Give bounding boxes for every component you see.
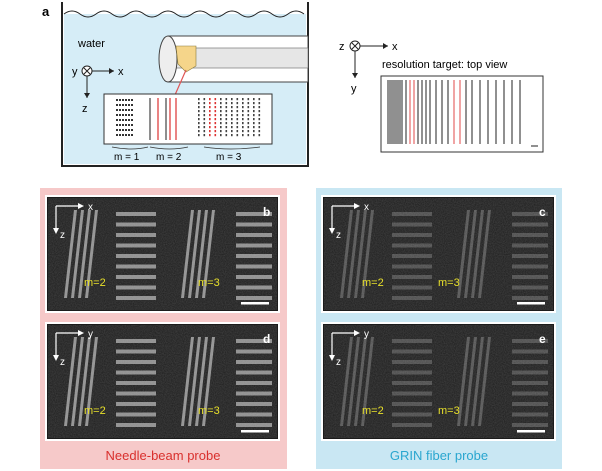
panel-letter: c bbox=[539, 205, 546, 219]
m-label: m=3 bbox=[438, 277, 460, 289]
coord-system-right: z x y bbox=[339, 40, 398, 95]
m-label: m=3 bbox=[438, 405, 460, 417]
svg-text:x: x bbox=[392, 41, 398, 53]
panel-letter: e bbox=[539, 332, 546, 346]
axis-v-label: z bbox=[60, 230, 65, 241]
scale-bar bbox=[517, 430, 545, 433]
m-label: m=2 bbox=[84, 405, 106, 417]
water-label: water bbox=[77, 38, 105, 50]
image-e: y z e m=2 m=3 bbox=[321, 322, 556, 441]
axis-h-label: y bbox=[364, 329, 369, 340]
m-label: m=2 bbox=[84, 277, 106, 289]
m-label: m=2 bbox=[362, 405, 384, 417]
panel-a-letter: a bbox=[42, 4, 50, 19]
svg-text:z: z bbox=[339, 41, 345, 53]
water-surface bbox=[63, 10, 305, 18]
scale-bar bbox=[517, 302, 545, 305]
image-b: x z b m=2 m=3 bbox=[45, 195, 280, 313]
m-label: m=3 bbox=[198, 277, 220, 289]
image-d: y z d m=2 m=3 bbox=[45, 322, 280, 441]
svg-text:y: y bbox=[351, 83, 357, 95]
m-label: m=3 bbox=[198, 405, 220, 417]
axis-y-label: y bbox=[72, 66, 78, 78]
image-c: x z c m=2 m=3 bbox=[321, 195, 556, 313]
group-m1: m = 1 bbox=[114, 152, 140, 163]
tank-wall bbox=[61, 2, 309, 167]
grin-probe-label: GRIN fiber probe bbox=[390, 448, 488, 463]
axis-h-label: y bbox=[88, 329, 93, 340]
axis-v-label: z bbox=[336, 230, 341, 241]
group-m3: m = 3 bbox=[216, 152, 242, 163]
panel-letter: d bbox=[263, 332, 270, 346]
target-top-view bbox=[380, 75, 544, 153]
axis-x-label: x bbox=[118, 66, 124, 78]
panel-letter: b bbox=[263, 205, 270, 219]
scale-bar bbox=[241, 430, 269, 433]
needle-probe-label: Needle-beam probe bbox=[106, 448, 221, 463]
axis-h-label: x bbox=[364, 202, 369, 213]
target-caption: resolution target: top view bbox=[382, 59, 507, 71]
target-side-view: m = 1 m = 2 m = 3 bbox=[103, 93, 273, 163]
axis-v-label: z bbox=[60, 357, 65, 368]
group-m2: m = 2 bbox=[156, 152, 182, 163]
axis-v-label: z bbox=[336, 357, 341, 368]
axis-z-label: z bbox=[82, 103, 88, 115]
m-label: m=2 bbox=[362, 277, 384, 289]
coord-system-left: y x z bbox=[72, 65, 124, 115]
axis-h-label: x bbox=[88, 202, 93, 213]
scale-bar bbox=[241, 302, 269, 305]
